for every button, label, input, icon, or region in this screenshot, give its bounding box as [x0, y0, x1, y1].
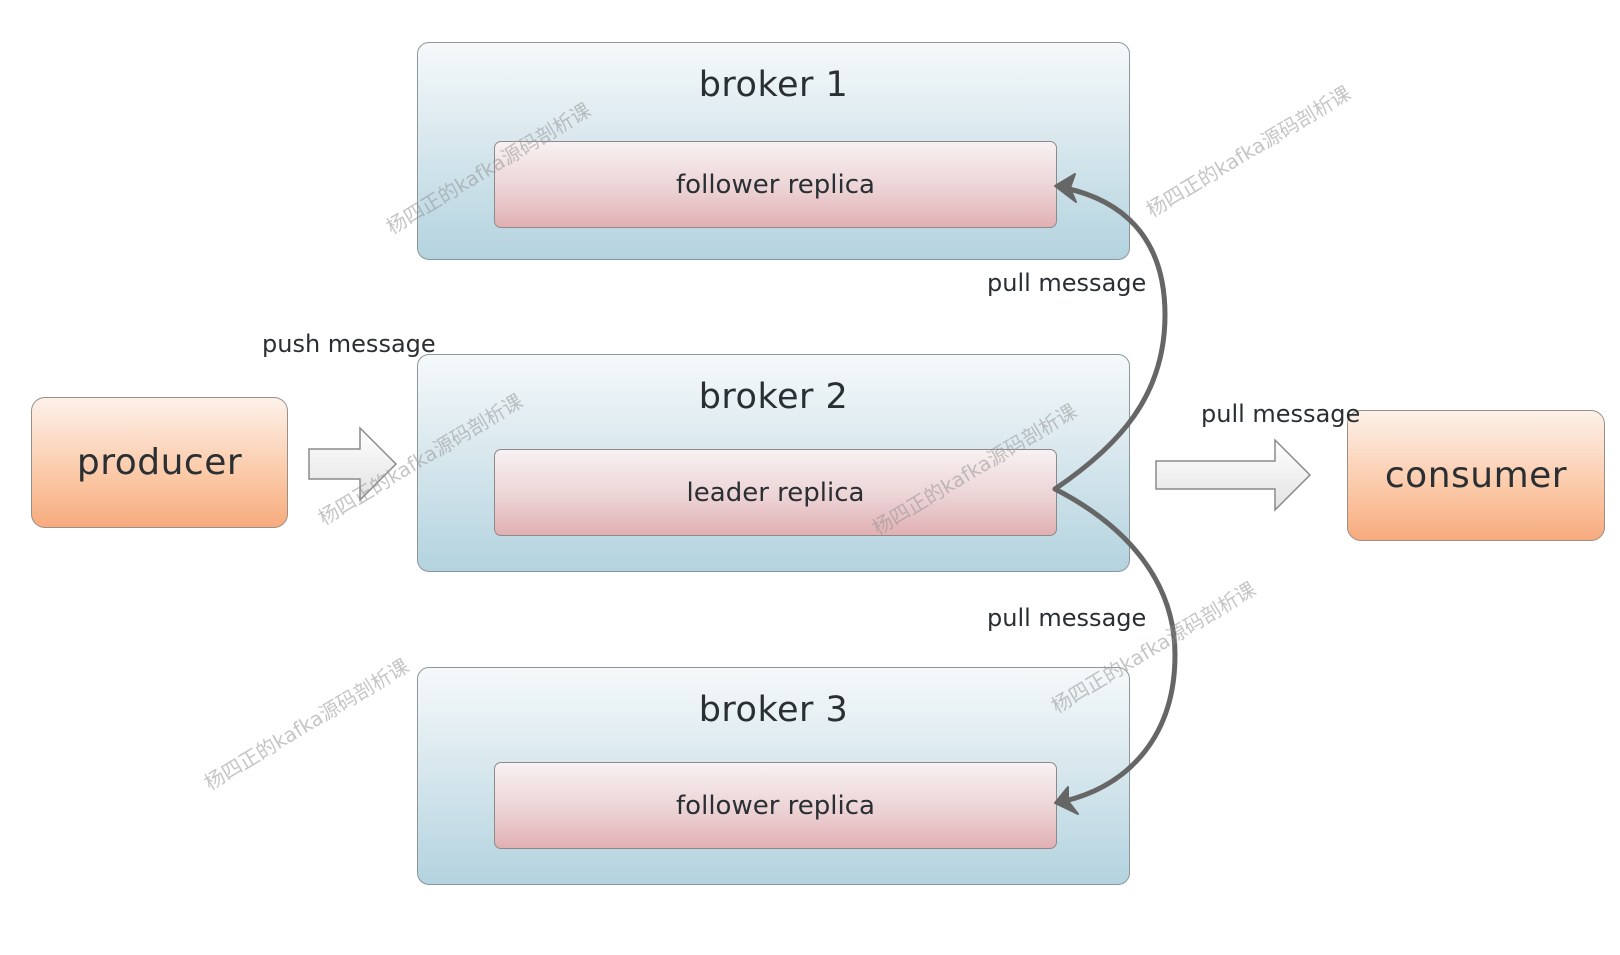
- broker-1-follower-replica: follower replica: [494, 141, 1057, 228]
- block-arrow-right-icon: [308, 426, 398, 502]
- pull-message-label-broker-3: pull message: [987, 604, 1147, 632]
- producer-node: producer: [31, 397, 288, 528]
- broker-3-follower-replica: follower replica: [494, 762, 1057, 849]
- pull-message-label-broker-1: pull message: [987, 269, 1147, 297]
- broker-2-title: broker 2: [698, 377, 849, 417]
- broker-3: broker 3 follower replica: [417, 667, 1130, 885]
- watermark: 杨四正的kafka源码剖析课: [200, 653, 414, 796]
- broker-3-title: broker 3: [698, 690, 849, 730]
- consumer-node: consumer: [1347, 410, 1605, 541]
- pull-message-label-consumer: pull message: [1201, 400, 1361, 428]
- broker-1: broker 1 follower replica: [417, 42, 1130, 260]
- broker-3-replica-label: follower replica: [676, 790, 875, 821]
- broker-2: broker 2 leader replica: [417, 354, 1130, 572]
- block-arrow-right-icon: [1155, 438, 1312, 512]
- broker-1-replica-label: follower replica: [676, 169, 875, 200]
- broker-2-leader-replica: leader replica: [494, 449, 1057, 536]
- broker-1-title: broker 1: [698, 65, 849, 105]
- broker-2-replica-label: leader replica: [686, 477, 865, 508]
- push-message-label: push message: [262, 330, 436, 358]
- watermark: 杨四正的kafka源码剖析课: [1142, 80, 1356, 223]
